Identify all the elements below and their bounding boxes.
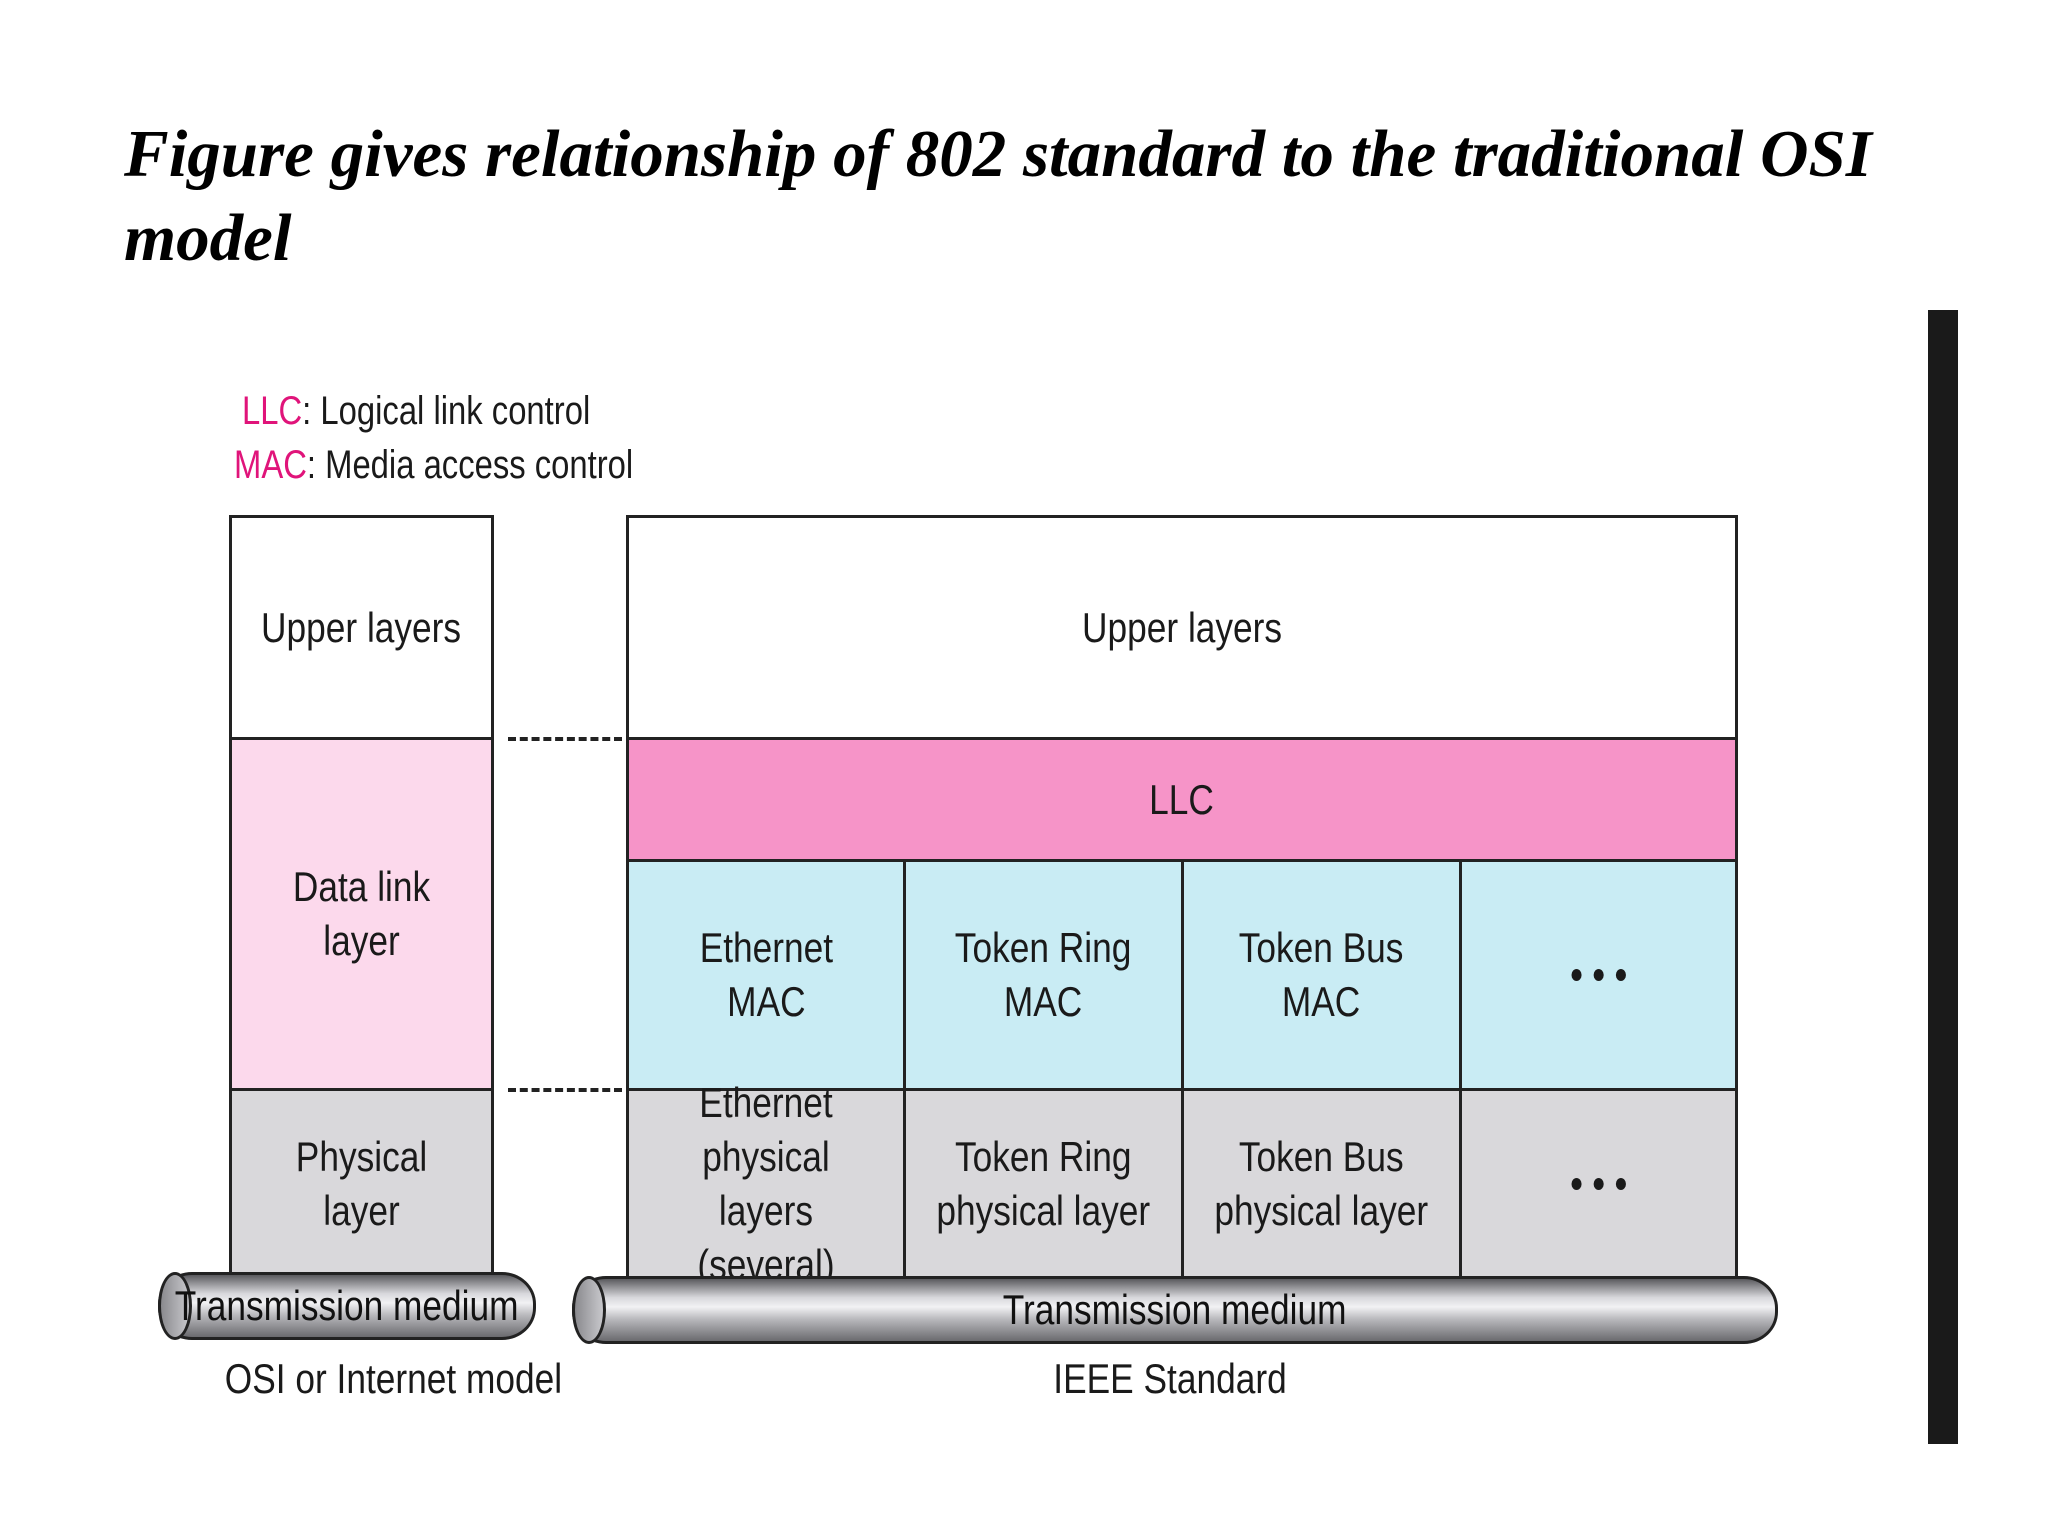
osi-model-caption: OSI or Internet model — [224, 1355, 563, 1402]
ieee-physical-more: • • • — [1459, 1088, 1738, 1280]
ieee-llc-label: LLC — [1149, 775, 1215, 823]
legend-llc-definition: : Logical link control — [302, 389, 591, 433]
osi-transmission-medium-label: Transmission medium — [175, 1282, 519, 1329]
ieee-physical-token-ring-label: Token Ring physical layer — [936, 1133, 1151, 1234]
ieee-upper-layers-label: Upper layers — [1081, 603, 1282, 651]
osi-physical-layer: Physical layer — [229, 1088, 494, 1280]
ieee-physical-token-bus: Token Bus physical layer — [1181, 1088, 1462, 1280]
ieee-transmission-medium: Transmission medium — [572, 1276, 1778, 1344]
ieee-physical-ethernet: Ethernet physical layers (several) — [626, 1079, 906, 1288]
ieee-mac-ethernet: Ethernet MAC — [626, 859, 906, 1091]
legend-mac-abbr: MAC — [234, 443, 307, 487]
ieee-mac-token-ring-label: Token Ring MAC — [955, 924, 1132, 1025]
ieee-llc-layer: LLC — [626, 737, 1738, 862]
ieee-mac-token-bus-label: Token Bus MAC — [1239, 924, 1404, 1025]
slide-title: Figure gives relationship of 802 standar… — [124, 117, 1872, 275]
ieee-upper-layers: Upper layers — [626, 515, 1738, 740]
ieee-physical-token-bus-label: Token Bus physical layer — [1214, 1133, 1429, 1234]
dashed-connector-top — [508, 737, 622, 741]
osi-data-link-layer: Data link layer — [229, 737, 494, 1091]
osi-upper-layers-label: Upper layers — [261, 603, 462, 651]
slide-side-bar — [1928, 310, 1958, 1444]
ieee-physical-ethernet-label: Ethernet physical layers (several) — [697, 1079, 835, 1288]
legend-llc-abbr: LLC — [242, 389, 303, 433]
osi-physical-layer-label: Physical layer — [295, 1133, 428, 1234]
osi-transmission-medium: Transmission medium — [158, 1272, 536, 1340]
ieee-physical-more-ellipsis: • • • — [1570, 1160, 1627, 1207]
ieee-mac-more: • • • — [1459, 859, 1738, 1091]
ieee-mac-token-bus: Token Bus MAC — [1181, 859, 1462, 1091]
osi-data-link-layer-label: Data link layer — [292, 863, 431, 964]
ieee-physical-token-ring: Token Ring physical layer — [903, 1088, 1184, 1280]
ieee-transmission-medium-label: Transmission medium — [1003, 1286, 1347, 1333]
ieee-mac-more-ellipsis: • • • — [1570, 951, 1627, 998]
legend-mac: MAC: Media access control — [234, 440, 633, 490]
ieee-standard-caption: IEEE Standard — [1053, 1355, 1287, 1402]
ieee-pipe-cap — [572, 1276, 606, 1344]
ieee-mac-token-ring: Token Ring MAC — [903, 859, 1184, 1091]
legend-llc: LLC: Logical link control — [242, 386, 590, 436]
dashed-connector-bottom — [508, 1088, 622, 1092]
legend-mac-definition: : Media access control — [306, 443, 634, 487]
osi-upper-layers: Upper layers — [229, 515, 494, 740]
osi-pipe-cap — [158, 1272, 192, 1340]
ieee-mac-ethernet-label: Ethernet MAC — [699, 924, 833, 1025]
